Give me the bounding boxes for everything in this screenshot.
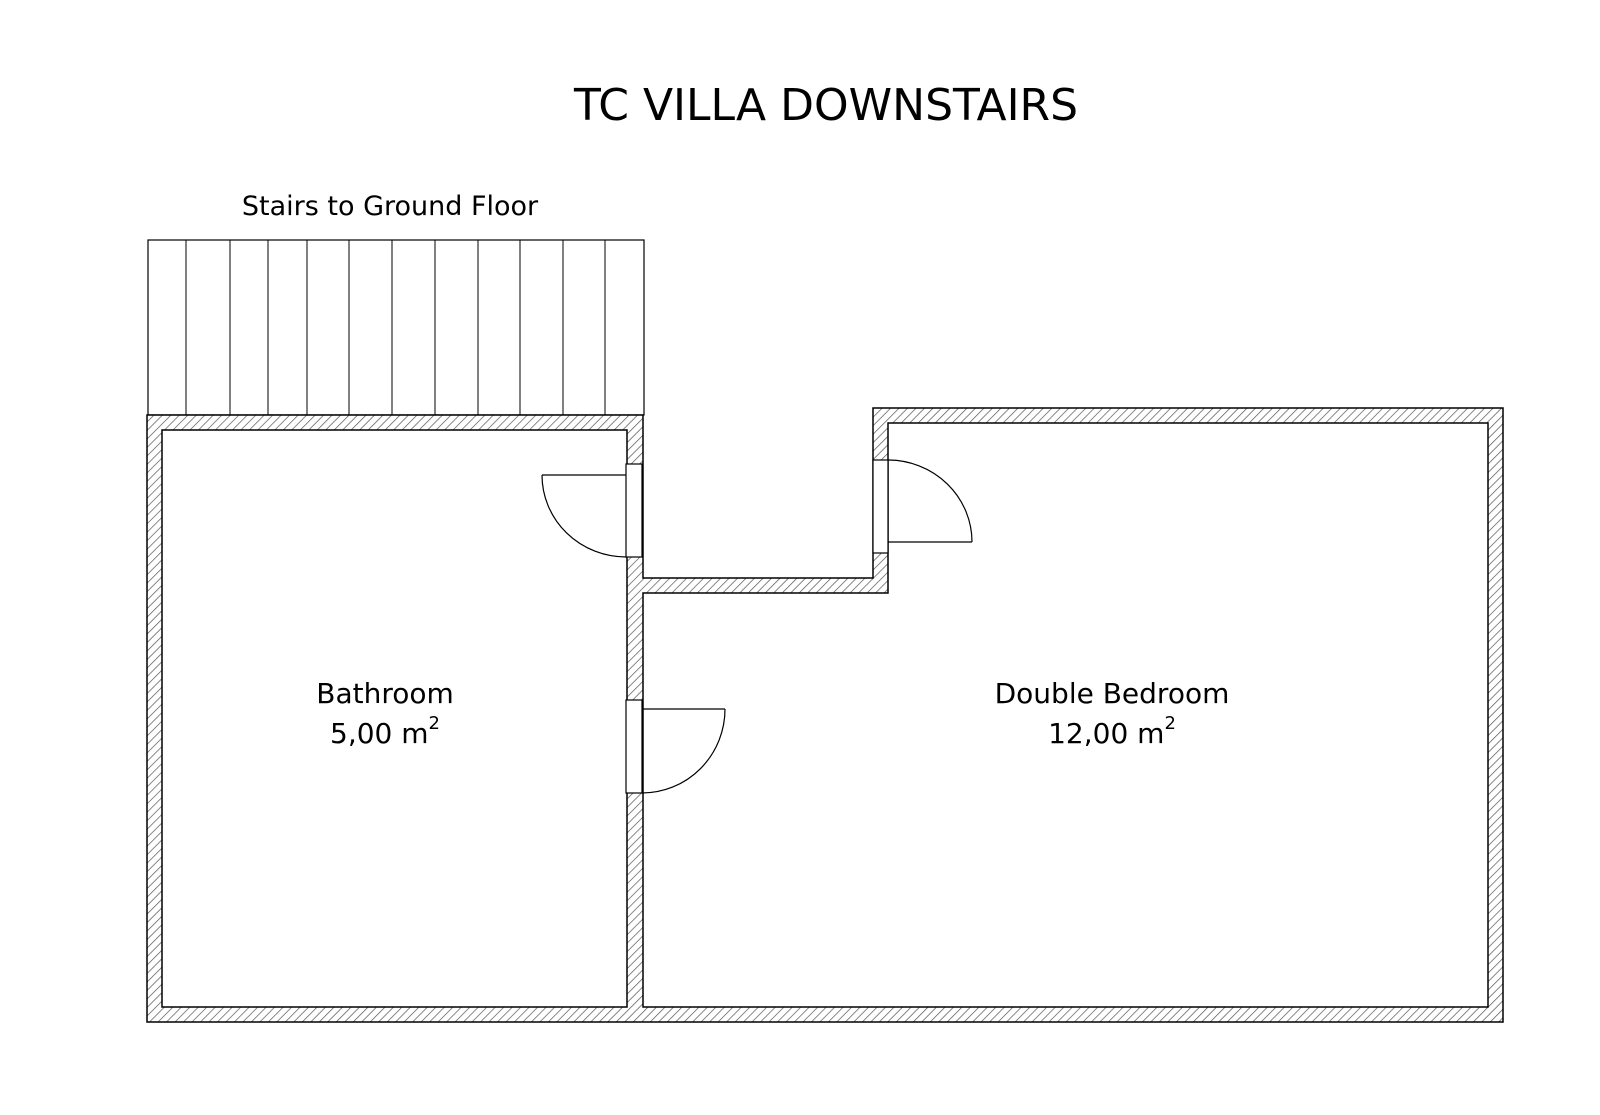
bedroom-side-door (625, 699, 726, 794)
room-bathroom: Bathroom 5,00 m2 (316, 677, 454, 750)
page-title: TC VILLA DOWNSTAIRS (573, 80, 1078, 131)
stairs (147, 239, 645, 416)
walls (146, 407, 1504, 1023)
bathroom-door (541, 463, 643, 558)
room-name: Double Bedroom (995, 677, 1230, 710)
room-double-bedroom: Double Bedroom 12,00 m2 (995, 677, 1230, 750)
bedroom-door (872, 459, 973, 554)
room-name: Bathroom (316, 677, 454, 710)
room-area: 5,00 m2 (330, 713, 440, 750)
wall-outline (146, 407, 1504, 1023)
doors (541, 459, 973, 794)
room-area: 12,00 m2 (1048, 713, 1176, 750)
stairs-label: Stairs to Ground Floor (242, 191, 539, 222)
